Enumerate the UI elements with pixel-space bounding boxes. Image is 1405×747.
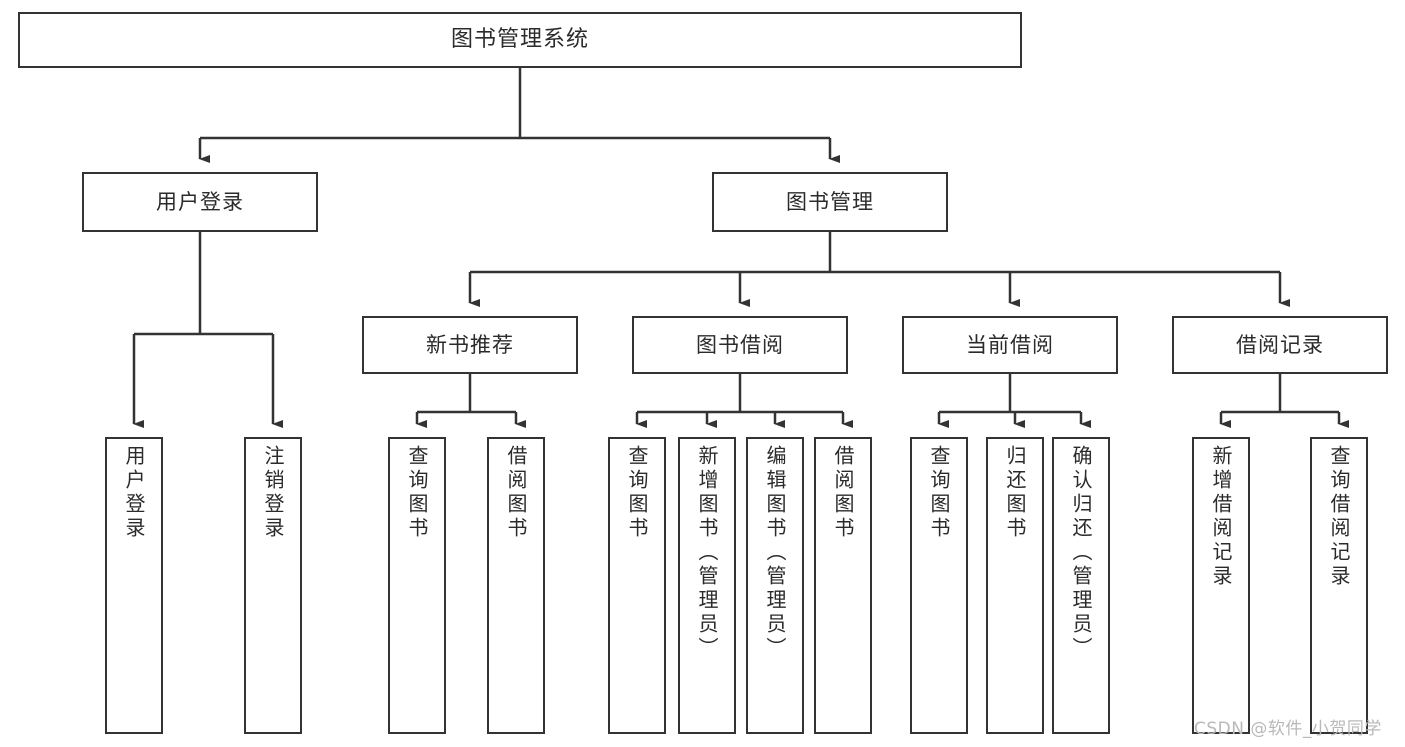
node-box-login[interactable]: 用户登录 xyxy=(82,172,318,232)
node-box-l-addbook[interactable]: 新增图书（管理员） xyxy=(678,437,736,734)
node-label-l-qbook3: 查询图书 xyxy=(927,445,951,541)
node-label-l-editbook: 编辑图书（管理员） xyxy=(763,445,787,661)
node-label-current: 当前借阅 xyxy=(966,332,1054,357)
node-label-l-bbook1: 借阅图书 xyxy=(504,445,528,541)
node-box-l-userlogin[interactable]: 用户登录 xyxy=(105,437,163,734)
node-label-root: 图书管理系统 xyxy=(450,27,589,53)
node-label-l-confirm: 确认归还（管理员） xyxy=(1069,445,1093,661)
node-box-root[interactable]: 图书管理系统 xyxy=(18,12,1022,68)
node-label-l-bbook2: 借阅图书 xyxy=(831,445,855,541)
node-box-l-qrec[interactable]: 查询借阅记录 xyxy=(1310,437,1368,734)
node-box-l-return[interactable]: 归还图书 xyxy=(986,437,1044,734)
node-box-l-bbook1[interactable]: 借阅图书 xyxy=(487,437,545,734)
node-box-l-qbook2[interactable]: 查询图书 xyxy=(608,437,666,734)
connector-lines xyxy=(132,68,1349,428)
node-box-l-qbook3[interactable]: 查询图书 xyxy=(910,437,968,734)
node-box-l-bbook2[interactable]: 借阅图书 xyxy=(814,437,872,734)
node-label-login: 用户登录 xyxy=(156,189,244,214)
node-label-l-addrec: 新增借阅记录 xyxy=(1209,445,1233,589)
node-box-l-editbook[interactable]: 编辑图书（管理员） xyxy=(746,437,804,734)
node-label-records: 借阅记录 xyxy=(1236,332,1324,357)
node-box-newrec[interactable]: 新书推荐 xyxy=(362,316,578,374)
node-label-l-addbook: 新增图书（管理员） xyxy=(695,445,719,661)
node-box-l-confirm[interactable]: 确认归还（管理员） xyxy=(1052,437,1110,734)
node-box-l-logout[interactable]: 注销登录 xyxy=(244,437,302,734)
node-label-l-qbook2: 查询图书 xyxy=(625,445,649,541)
node-box-borrow[interactable]: 图书借阅 xyxy=(632,316,848,374)
node-label-l-return: 归还图书 xyxy=(1003,445,1027,541)
node-label-l-logout: 注销登录 xyxy=(261,445,285,541)
node-box-l-qbook1[interactable]: 查询图书 xyxy=(388,437,446,734)
node-box-bookmgmt[interactable]: 图书管理 xyxy=(712,172,948,232)
node-label-borrow: 图书借阅 xyxy=(696,332,784,357)
node-label-l-qrec: 查询借阅记录 xyxy=(1327,445,1351,589)
node-box-current[interactable]: 当前借阅 xyxy=(902,316,1118,374)
node-label-newrec: 新书推荐 xyxy=(426,332,514,357)
node-label-bookmgmt: 图书管理 xyxy=(786,189,874,214)
node-box-l-addrec[interactable]: 新增借阅记录 xyxy=(1192,437,1250,734)
node-label-l-qbook1: 查询图书 xyxy=(405,445,429,541)
node-box-records[interactable]: 借阅记录 xyxy=(1172,316,1388,374)
node-label-l-userlogin: 用户登录 xyxy=(122,445,146,541)
